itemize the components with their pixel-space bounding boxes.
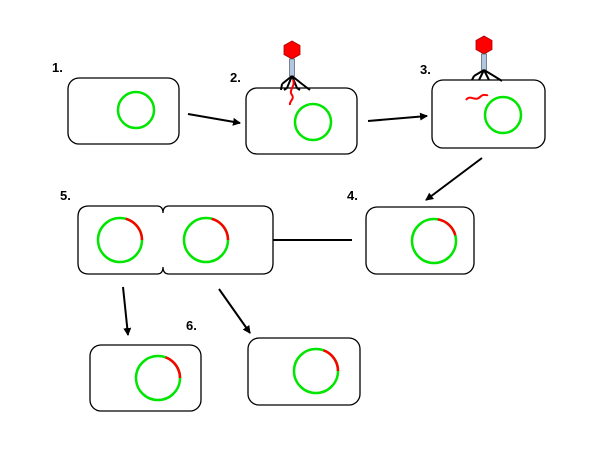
bacteriophage-step-3 bbox=[471, 35, 503, 82]
step-label-6: 6. bbox=[186, 318, 197, 333]
prophage-left bbox=[125, 217, 144, 241]
phage-head bbox=[475, 35, 493, 55]
step-label-4: 4. bbox=[347, 188, 358, 203]
phage-dna bbox=[465, 93, 489, 101]
bacteriophage-step-2 bbox=[280, 40, 311, 106]
step-label-3: 3. bbox=[420, 62, 431, 77]
bacterium-step-3 bbox=[431, 79, 546, 149]
step-label-1: 1. bbox=[52, 60, 63, 75]
phage-tail bbox=[289, 58, 295, 77]
bacterial-chromosome bbox=[116, 90, 156, 130]
integrated-prophage bbox=[437, 218, 457, 236]
bacterial-chromosome bbox=[293, 102, 333, 142]
dividing-bacterium-step-5 bbox=[77, 205, 274, 275]
arrow-2-to-3 bbox=[367, 112, 428, 122]
prophage-right bbox=[211, 217, 230, 241]
prophage bbox=[164, 356, 182, 379]
arrow-5-to-6-left bbox=[122, 286, 132, 336]
arrow-3-to-4 bbox=[425, 157, 483, 201]
injected-phage-dna bbox=[288, 79, 295, 106]
bacterium-step-4 bbox=[365, 206, 475, 275]
step-label-2: 2. bbox=[230, 70, 241, 85]
step-label-5: 5. bbox=[60, 188, 71, 203]
prophage bbox=[322, 349, 340, 372]
bacterial-chromosome bbox=[410, 217, 458, 265]
arrow-1-to-2 bbox=[187, 113, 241, 126]
daughter-bacterium-right bbox=[247, 337, 361, 406]
phage-tail bbox=[481, 53, 487, 71]
arrow-5-to-6-right bbox=[218, 288, 251, 334]
bacterium-step-1 bbox=[67, 77, 180, 145]
bacterial-chromosome bbox=[483, 95, 523, 135]
bacterium-step-2 bbox=[245, 87, 358, 155]
phage-head bbox=[283, 40, 301, 60]
daughter-bacterium-left bbox=[89, 344, 202, 412]
